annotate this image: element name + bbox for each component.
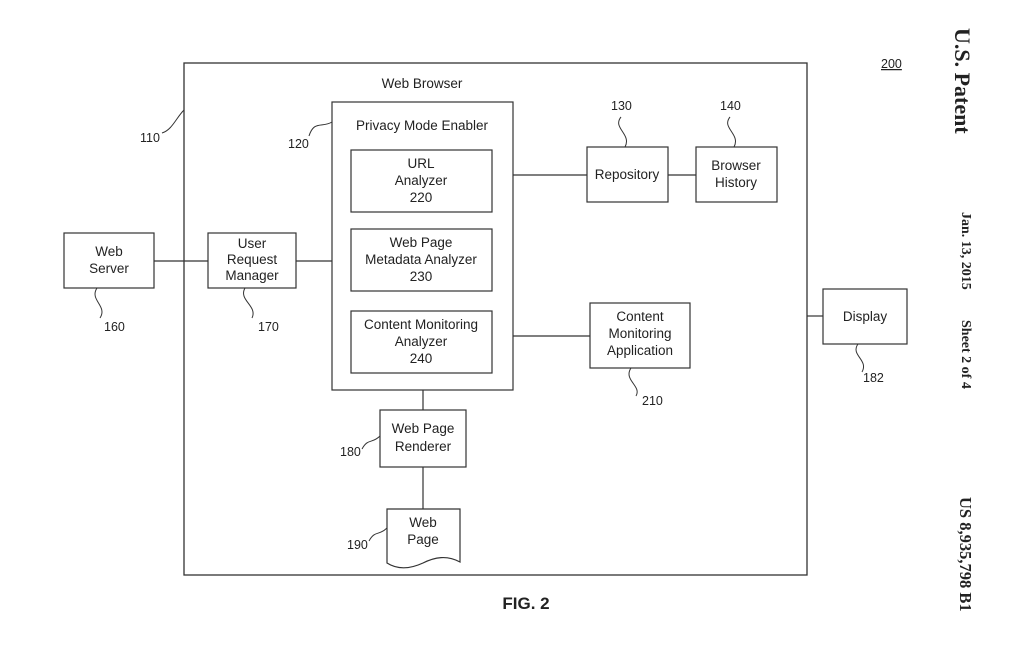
- metadata-analyzer-line1: Web Page: [390, 235, 453, 250]
- browser-history-leader: [727, 116, 736, 148]
- user-request-manager-line1: User: [238, 236, 267, 251]
- metadata-analyzer-line2: Metadata Analyzer: [365, 252, 477, 267]
- web-browser-leader: [161, 109, 185, 134]
- web-browser-label: Web Browser: [382, 76, 463, 91]
- web-page-renderer-ref: 180: [340, 445, 361, 459]
- privacy-mode-enabler-label: Privacy Mode Enabler: [356, 118, 489, 133]
- patent-office-label: U.S. Patent: [950, 28, 975, 134]
- display-box: [822, 288, 908, 345]
- web-page-renderer-leader: [361, 435, 381, 450]
- web-page-renderer-line1: Web Page: [392, 421, 455, 436]
- web-browser-ref: 110: [140, 131, 160, 145]
- display-ref: 182: [863, 371, 884, 385]
- url-analyzer-line1: URL: [407, 156, 434, 171]
- browser-history-line1: Browser: [711, 158, 761, 173]
- browser-history-box: [695, 146, 778, 203]
- content-monitoring-analyzer-line1: Content Monitoring: [364, 317, 478, 332]
- user-request-manager-box: [207, 232, 297, 289]
- figure-caption: FIG. 2: [502, 594, 549, 613]
- privacy-mode-enabler-leader: [308, 121, 333, 137]
- content-monitoring-application-line3: Application: [607, 343, 673, 358]
- repository-label: Repository: [595, 167, 660, 182]
- web-server-line2: Server: [89, 261, 129, 276]
- privacy-mode-enabler-ref: 120: [288, 137, 309, 151]
- web-browser-boundary: [183, 62, 808, 576]
- web-server-box: [63, 232, 155, 289]
- repository-leader: [618, 116, 627, 148]
- patent-sheet: Sheet 2 of 4: [958, 320, 973, 389]
- browser-history-line2: History: [715, 175, 757, 190]
- web-page-renderer-box: [379, 409, 467, 468]
- user-request-manager-leader: [243, 287, 254, 319]
- content-monitoring-application-line2: Monitoring: [608, 326, 671, 341]
- display-leader: [855, 343, 865, 373]
- web-server-leader: [94, 287, 103, 319]
- content-monitoring-application-box: [589, 302, 691, 369]
- figure-ref: 200: [881, 57, 902, 71]
- web-server-line1: Web: [95, 244, 123, 259]
- web-page-line2: Page: [407, 532, 439, 547]
- web-page-leader: [368, 527, 388, 542]
- patent-number: US 8,935,798 B1: [956, 497, 975, 612]
- user-request-manager-line3: Manager: [225, 268, 279, 283]
- repository-ref: 130: [611, 99, 632, 113]
- user-request-manager-line2: Request: [227, 252, 278, 267]
- patent-date: Jan. 13, 2015: [958, 212, 973, 290]
- web-page-renderer-line2: Renderer: [395, 439, 452, 454]
- user-request-manager-ref: 170: [258, 320, 279, 334]
- repository-box: [586, 146, 669, 203]
- web-page-document-shape: [386, 508, 461, 569]
- content-monitoring-application-ref: 210: [642, 394, 663, 408]
- content-monitoring-application-line1: Content: [616, 309, 664, 324]
- url-analyzer-ref: 220: [410, 190, 433, 205]
- display-label: Display: [843, 309, 888, 324]
- content-monitoring-analyzer-ref: 240: [410, 351, 433, 366]
- metadata-analyzer-ref: 230: [410, 269, 433, 284]
- browser-history-ref: 140: [720, 99, 741, 113]
- web-server-ref: 160: [104, 320, 125, 334]
- content-monitoring-application-leader: [628, 367, 638, 397]
- url-analyzer-box: [350, 149, 493, 213]
- url-analyzer-line2: Analyzer: [395, 173, 448, 188]
- content-monitoring-analyzer-line2: Analyzer: [395, 334, 448, 349]
- web-page-line1: Web: [409, 515, 437, 530]
- metadata-analyzer-box: [350, 228, 493, 292]
- web-page-ref: 190: [347, 538, 368, 552]
- content-monitoring-analyzer-box: [350, 310, 493, 374]
